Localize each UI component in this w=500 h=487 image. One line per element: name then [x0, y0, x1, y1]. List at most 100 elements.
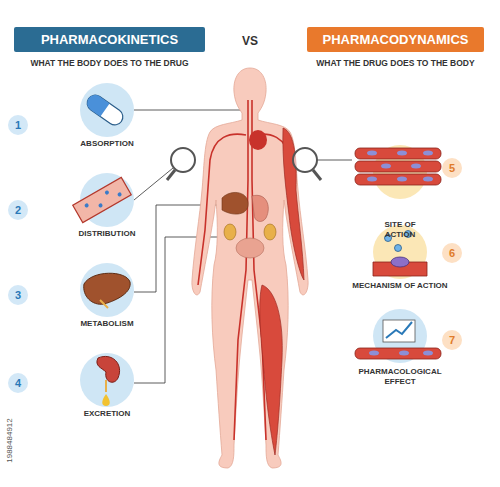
- step-label: EXCRETION: [57, 409, 157, 419]
- header-title: PHARMACODYNAMICS: [307, 27, 484, 52]
- magnifier-lens: [171, 148, 195, 172]
- callout-number: 1: [8, 115, 28, 135]
- nuclei: [381, 164, 391, 169]
- magnifier-lens: [293, 148, 317, 172]
- callout-number: 2: [8, 200, 28, 220]
- chart: [383, 320, 415, 342]
- nuclei: [397, 151, 407, 156]
- drug-particle: [104, 190, 109, 195]
- nuclei: [397, 177, 407, 182]
- leader-line: [317, 160, 352, 161]
- callout-number: 7: [442, 330, 462, 350]
- step-item: EXCRETION: [57, 353, 157, 419]
- kidney: [224, 224, 236, 240]
- drug-particle: [84, 203, 89, 208]
- capsule-half: [84, 92, 110, 117]
- capsule: [84, 92, 126, 128]
- absorption-icon: [80, 83, 134, 137]
- nuclei: [423, 177, 433, 182]
- callout-number: 6: [442, 243, 462, 263]
- nuclei: [423, 351, 433, 356]
- step-item: PHARMACOLOGICAL EFFECT: [357, 309, 443, 387]
- site-of-action-icon: [355, 145, 441, 199]
- header-subtitle: WHAT THE DRUG DOES TO THE BODY: [297, 58, 494, 68]
- kidney: [97, 356, 120, 382]
- nuclei: [411, 164, 421, 169]
- callout-number-text: 7: [442, 330, 462, 350]
- leader-line: [134, 110, 244, 111]
- liver: [222, 192, 248, 214]
- stomach: [252, 195, 268, 221]
- nuclei: [367, 151, 433, 182]
- callout-number-text: 2: [8, 200, 28, 220]
- icon-circle: [80, 83, 134, 137]
- callout-number-text: 3: [8, 285, 28, 305]
- absorption-icon: [84, 92, 126, 128]
- header-band: PHARMACOKINETICSWHAT THE BODY DOES TO TH…: [14, 27, 205, 52]
- callout-number: 5: [442, 158, 462, 178]
- drug-molecules: [395, 245, 402, 252]
- vessel-tube: [73, 177, 131, 222]
- intestines: [236, 238, 264, 258]
- step-item: MECHANISM OF ACTION: [345, 225, 455, 291]
- leader-line: [134, 237, 222, 383]
- magnifier-handle: [167, 170, 175, 180]
- heart: [249, 130, 267, 150]
- metabolism-icon: [80, 263, 134, 317]
- callout-number-text: 5: [442, 158, 462, 178]
- magnifier-handle: [313, 170, 321, 180]
- callout-number: 3: [8, 285, 28, 305]
- step-item: DISTRIBUTION: [57, 173, 157, 239]
- step-label: MECHANISM OF ACTION: [345, 281, 455, 291]
- step-label: METABOLISM: [57, 319, 157, 329]
- nuclei: [399, 351, 409, 356]
- drug-particle: [117, 192, 122, 197]
- watermark: 1988484912: [5, 418, 14, 463]
- drop: [102, 394, 110, 406]
- ureter: [105, 380, 107, 392]
- callout-number-text: 4: [8, 373, 28, 393]
- distribution-icon: [73, 177, 131, 222]
- excretion-icon: [80, 353, 134, 407]
- step-item: ABSORPTION: [57, 83, 157, 149]
- magnifier: [167, 148, 321, 180]
- bile-duct: [100, 300, 108, 308]
- effect-icon: [355, 309, 441, 363]
- step-label: ABSORPTION: [57, 139, 157, 149]
- distribution-icon: [73, 173, 134, 227]
- header-band: PHARMACODYNAMICSWHAT THE DRUG DOES TO TH…: [307, 27, 484, 52]
- nuclei: [423, 151, 433, 156]
- nuclei: [369, 351, 433, 356]
- callout-number-text: 1: [8, 115, 28, 135]
- step-item: SITE OF ACTION: [372, 162, 428, 240]
- icon-circle: [80, 353, 134, 407]
- muscle-fiber: [355, 348, 441, 359]
- leg-muscle: [260, 285, 283, 455]
- step-label: DISTRIBUTION: [57, 229, 157, 239]
- body-silhouette: [192, 68, 308, 468]
- nuclei: [369, 351, 379, 356]
- human-body: [192, 68, 308, 468]
- vessel: [234, 100, 248, 440]
- chart-arrow: [386, 322, 412, 338]
- step-label: PHARMACOLOGICAL EFFECT: [357, 367, 443, 387]
- leader-line: [134, 168, 173, 200]
- muscle-fiber: [355, 161, 441, 172]
- vessel: [252, 100, 266, 440]
- header-subtitle: WHAT THE BODY DOES TO THE DRUG: [4, 58, 215, 68]
- callout-number-text: 6: [442, 243, 462, 263]
- liver: [84, 273, 130, 304]
- muscle-fiber: [355, 174, 441, 185]
- drug-particle: [98, 203, 103, 208]
- kidney: [264, 224, 276, 240]
- icon-circle: [80, 263, 134, 317]
- receptor: [391, 257, 409, 267]
- callout-number: 4: [8, 373, 28, 393]
- muscle-fiber: [355, 148, 441, 159]
- nuclei: [367, 177, 377, 182]
- step-label: SITE OF ACTION: [372, 220, 428, 240]
- nuclei: [367, 151, 377, 156]
- vs-label: VS: [242, 34, 258, 48]
